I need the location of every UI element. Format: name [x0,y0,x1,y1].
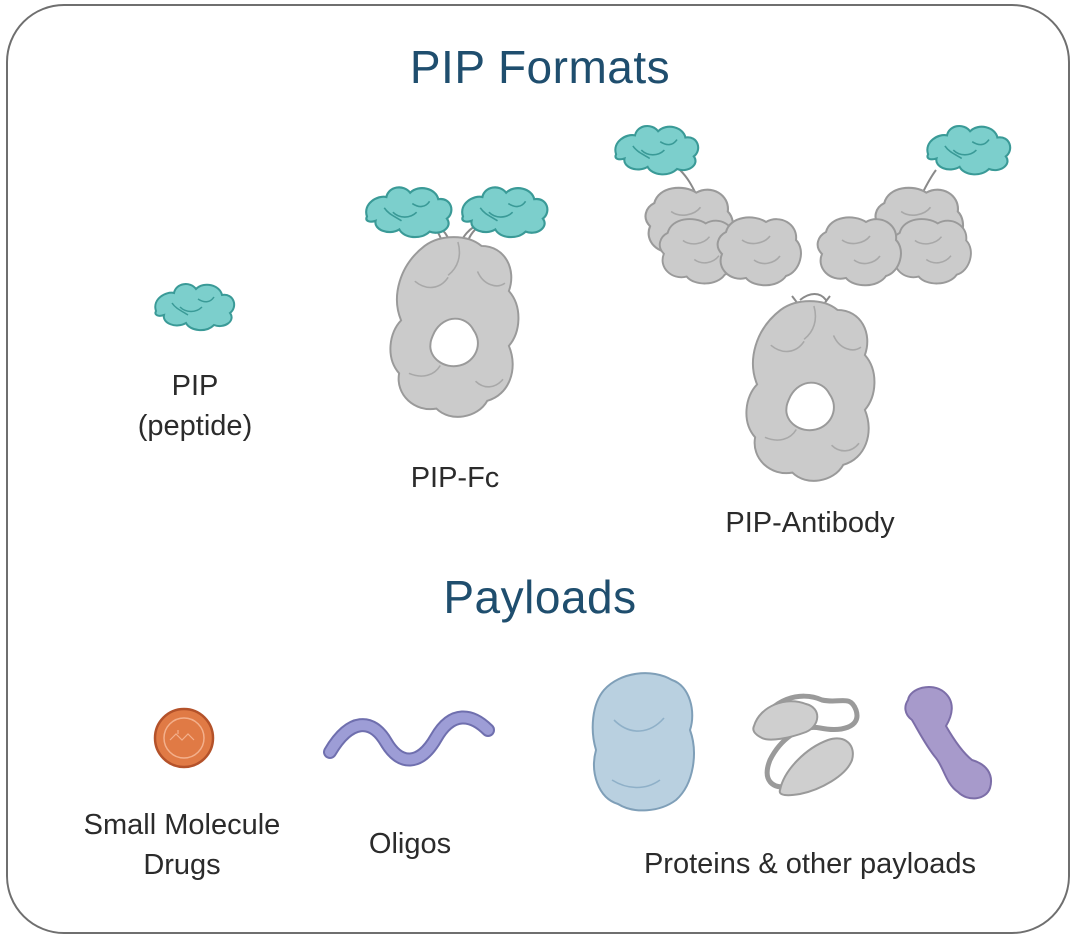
pip-antibody-icon [614,124,1012,482]
proteins-label: Proteins & other payloads [600,844,1020,884]
small-molecule-drug-icon [153,707,215,769]
figure-frame [6,4,1070,934]
oligos-label-text: Oligos [368,828,452,860]
small-molecule-line1: Small Molecule [83,809,281,841]
pip-fc-icon [365,186,549,418]
pip-antibody-label-text: PIP-Antibody [725,507,895,539]
small-molecule-label: Small Molecule Drugs [62,805,302,885]
proteins-label-text: Proteins & other payloads [643,848,977,880]
pip-fc-label: PIP-Fc [370,458,540,498]
peptide-icon [154,283,236,332]
oligos-label: Oligos [340,824,480,864]
pip-antibody-label: PIP-Antibody [690,503,930,543]
pip-label-line1: PIP [171,370,219,402]
pip-label-line2: (peptide) [137,410,253,442]
protein-grey-icon [752,693,860,797]
protein-blue-icon [591,672,695,812]
pip-fc-label-text: PIP-Fc [410,462,500,494]
protein-purple-icon [904,685,992,800]
small-molecule-line2: Drugs [143,849,221,881]
formats-heading: PIP Formats [409,41,671,93]
pip-label: PIP (peptide) [110,366,280,446]
payloads-heading: Payloads [443,571,637,623]
